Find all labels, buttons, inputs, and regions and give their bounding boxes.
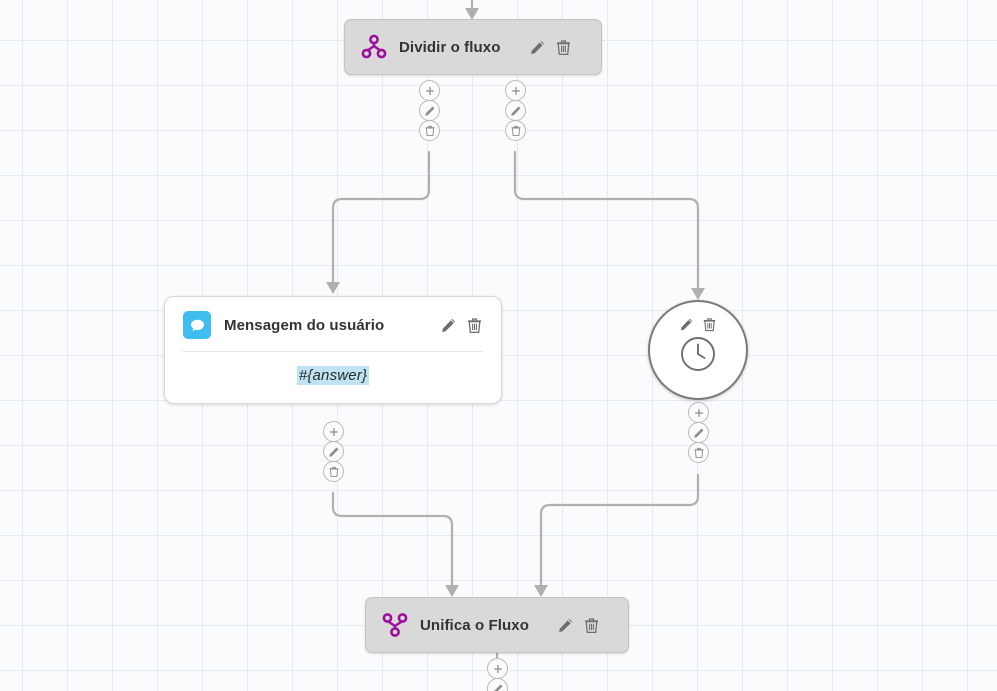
message-body: #{answer} xyxy=(165,352,501,403)
node-split-flow[interactable]: Dividir o fluxo xyxy=(344,19,602,75)
edge-incoming-to-split xyxy=(465,0,479,20)
trash-delete-icon[interactable] xyxy=(583,617,600,634)
node-split-label: Dividir o fluxo xyxy=(399,38,501,56)
connector-buttons-merge[interactable] xyxy=(487,658,508,691)
delete-connection-button[interactable] xyxy=(505,120,526,141)
add-node-button[interactable] xyxy=(688,402,709,423)
node-merge-flow[interactable]: Unifica o Fluxo xyxy=(365,597,629,653)
edit-connection-button[interactable] xyxy=(487,678,508,691)
trash-delete-icon[interactable] xyxy=(555,39,572,56)
edit-connection-button[interactable] xyxy=(505,100,526,121)
edit-connection-button[interactable] xyxy=(323,441,344,462)
add-node-button[interactable] xyxy=(487,658,508,679)
node-user-message[interactable]: Mensagem do usuário xyxy=(164,296,502,404)
node-delay[interactable] xyxy=(648,300,748,400)
node-delay-actions xyxy=(679,317,717,332)
edge-split-to-message xyxy=(331,150,431,284)
message-header: Mensagem do usuário xyxy=(165,297,501,351)
message-variable-token[interactable]: #{answer} xyxy=(296,366,370,385)
edit-pencil-icon[interactable] xyxy=(440,317,457,334)
edit-pencil-icon[interactable] xyxy=(679,317,694,332)
node-merge-actions xyxy=(557,617,600,634)
delete-connection-button[interactable] xyxy=(688,442,709,463)
edit-pencil-icon[interactable] xyxy=(529,39,546,56)
add-node-button[interactable] xyxy=(323,421,344,442)
node-message-actions xyxy=(440,317,483,334)
add-node-button[interactable] xyxy=(419,80,440,101)
add-node-button[interactable] xyxy=(505,80,526,101)
node-merge-label: Unifica o Fluxo xyxy=(420,616,530,634)
edge-delay-to-merge xyxy=(539,473,700,587)
connector-buttons-split-right[interactable] xyxy=(505,80,526,141)
edge-message-to-merge xyxy=(331,491,454,587)
clock-icon xyxy=(679,335,717,373)
trash-delete-icon[interactable] xyxy=(702,317,717,332)
delete-connection-button[interactable] xyxy=(323,461,344,482)
connector-buttons-message[interactable] xyxy=(323,421,344,482)
node-split-actions xyxy=(529,39,572,56)
delete-connection-button[interactable] xyxy=(419,120,440,141)
node-message-label: Mensagem do usuário xyxy=(224,316,385,334)
chat-bubble-icon xyxy=(183,311,211,339)
connector-buttons-delay[interactable] xyxy=(688,402,709,463)
trash-delete-icon[interactable] xyxy=(466,317,483,334)
edit-pencil-icon[interactable] xyxy=(557,617,574,634)
merge-flow-icon xyxy=(382,612,408,638)
edge-split-to-delay xyxy=(513,150,700,290)
split-flow-icon xyxy=(361,34,387,60)
connector-buttons-split-left[interactable] xyxy=(419,80,440,141)
edit-connection-button[interactable] xyxy=(419,100,440,121)
edit-connection-button[interactable] xyxy=(688,422,709,443)
message-divider xyxy=(183,351,483,352)
